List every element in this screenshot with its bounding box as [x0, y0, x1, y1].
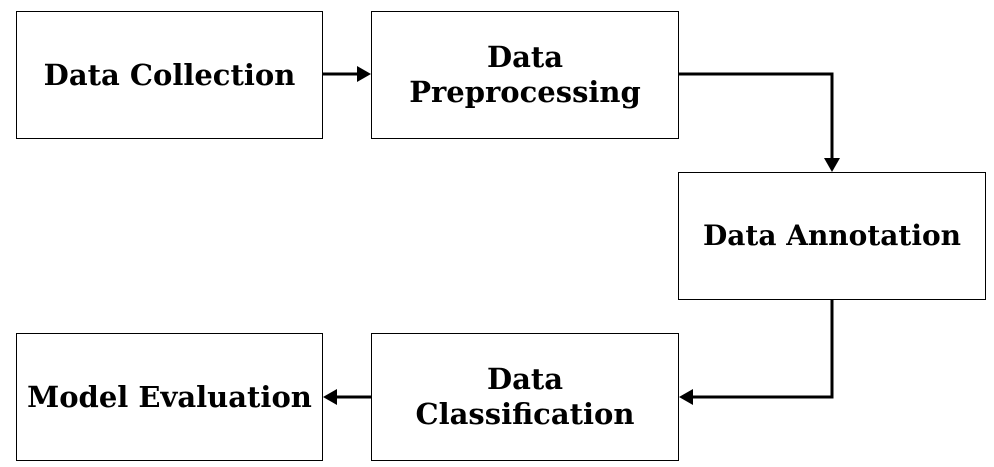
data-annotation-box: Data Annotation: [678, 172, 986, 300]
data-classification-label-line-1: Data: [486, 362, 564, 397]
data-collection-label: Data Collection: [43, 57, 296, 92]
arrowhead-annotation-to-classification: [679, 389, 693, 405]
data-collection-box: Data Collection: [16, 11, 323, 139]
model-evaluation-label: Model Evaluation: [27, 379, 312, 414]
arrowhead-collection-to-preprocessing: [357, 66, 371, 82]
data-preprocessing-box: Data Preprocessing: [371, 11, 679, 139]
edge-preprocessing-to-annotation: [679, 72, 834, 158]
edge-annotation-to-classification: [693, 300, 834, 399]
data-preprocessing-label-line-1: Data: [486, 40, 564, 75]
data-preprocessing-label-line-2: Preprocessing: [409, 75, 641, 109]
data-classification-label-line-2: Classification: [415, 397, 635, 431]
model-evaluation-box: Model Evaluation: [16, 333, 323, 461]
data-annotation-label: Data Annotation: [702, 219, 962, 253]
arrowhead-classification-to-evaluation: [323, 389, 337, 405]
arrowhead-preprocessing-to-annotation: [824, 158, 840, 172]
data-classification-box: Data Classification: [371, 333, 679, 461]
